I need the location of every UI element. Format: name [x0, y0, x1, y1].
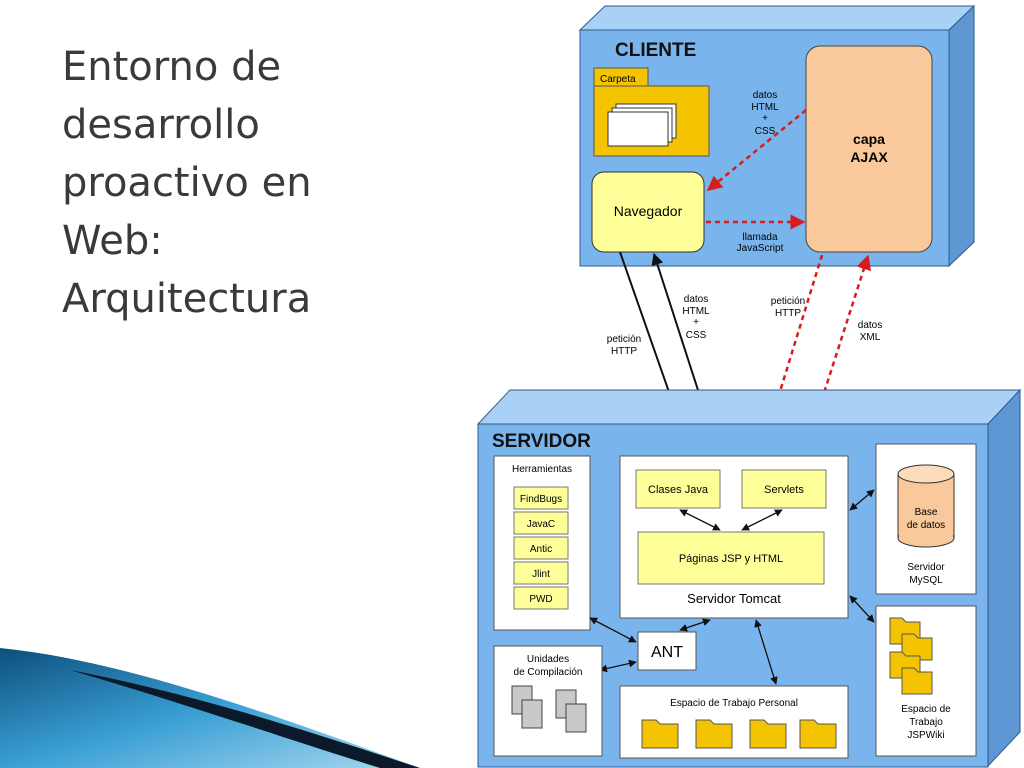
unidades-line-1: Unidades — [527, 654, 569, 665]
db-line-2: de datos — [907, 520, 945, 531]
tool-findbugs: FindBugs — [520, 494, 562, 505]
db-line-1: Base — [915, 507, 938, 518]
decorative-swoosh — [0, 648, 420, 768]
jspwiki-line-2: Trabajo — [909, 717, 943, 728]
tomcat-espacio-arrow — [754, 619, 778, 685]
peticion-http-right-line-2: HTTP — [775, 308, 801, 319]
mysql-label-line-2: MySQL — [909, 575, 943, 586]
tool-box — [513, 486, 569, 510]
datos-html-css-line-4: CSS — [755, 126, 776, 137]
tomcat-mysql-arrow — [849, 489, 875, 511]
servlets-box — [741, 469, 827, 509]
peticion-http-right-line-1: petición — [771, 296, 805, 307]
tool-javac: JavaC — [527, 519, 555, 530]
datos-html-css-mid-line-3: + — [693, 317, 699, 328]
unidades-line-2: de Compilación — [514, 667, 583, 678]
jspwiki-line-3: JSPWiki — [907, 730, 944, 741]
slide-title: Entorno de desarrollo proactivo en Web: … — [62, 44, 312, 322]
database-icon — [897, 464, 955, 548]
ant-label: ANT — [651, 644, 683, 661]
datos-xml-line-1: datos — [858, 320, 882, 331]
ant-unidades-arrow — [599, 659, 637, 673]
datos-html-css-mid-line-4: CSS — [686, 330, 707, 341]
carpeta-folder — [593, 67, 710, 157]
capa-ajax-box — [805, 45, 933, 253]
document-stack-icon — [511, 685, 587, 733]
carpeta-label: Carpeta — [600, 74, 636, 85]
datos-html-css-line-1: datos — [753, 90, 777, 101]
peticion-http-red-arrow — [758, 254, 824, 452]
datos-xml-line-2: XML — [860, 332, 881, 343]
tool-box — [513, 586, 569, 610]
clases-java-label: Clases Java — [648, 484, 709, 496]
tomcat-jspwiki-arrow — [849, 595, 875, 623]
herramientas-title: Herramientas — [512, 464, 572, 475]
navegador-label: Navegador — [614, 203, 683, 219]
servlets-to-paginas-arrow — [741, 509, 783, 531]
datos-html-css-mid-line-1: datos — [684, 294, 708, 305]
capa-ajax-line-1: capa — [853, 131, 885, 147]
clases-java-box — [635, 469, 721, 509]
paginas-label: Páginas JSP y HTML — [679, 553, 783, 565]
servlets-label: Servlets — [764, 484, 804, 496]
tool-box — [513, 561, 569, 585]
cliente-label: CLIENTE — [615, 40, 696, 61]
tool-jlint: Jlint — [532, 569, 550, 580]
tool-antic: Antic — [530, 544, 552, 555]
tomcat-label: Servidor Tomcat — [687, 591, 781, 606]
llamada-js-line-1: llamada — [742, 232, 777, 243]
peticion-http-left-line-1: petición — [607, 334, 641, 345]
datos-html-css-line-2: HTML — [751, 102, 779, 113]
servidor-label: SERVIDOR — [492, 431, 591, 452]
ant-box — [637, 631, 697, 671]
tool-pwd: PWD — [529, 594, 552, 605]
paginas-box — [637, 531, 825, 585]
tool-box — [513, 536, 569, 560]
llamada-js-line-2: JavaScript — [737, 243, 784, 254]
espacio-personal-label: Espacio de Trabajo Personal — [670, 698, 798, 709]
folder-stack-icon — [889, 617, 933, 695]
folder-icons — [641, 719, 837, 749]
capa-ajax-line-2: AJAX — [850, 149, 888, 165]
ajax-to-navegador-arrow — [706, 109, 807, 191]
herramientas-ant-arrow — [589, 617, 637, 643]
ant-tomcat-arrow — [679, 618, 711, 632]
clases-to-paginas-arrow — [679, 509, 721, 531]
datos-xml-red-arrow — [803, 254, 872, 453]
datos-html-css-mid-line-2: HTML — [682, 306, 710, 317]
mysql-label-line-1: Servidor — [907, 562, 945, 573]
herramientas-list: FindBugs JavaC Antic Jlint PWD — [513, 486, 569, 610]
navegador-box — [591, 171, 705, 253]
peticion-http-left-line-2: HTTP — [611, 346, 637, 357]
architecture-diagram: CLIENTE Carpeta Navegador capa AJAX dato… — [476, 4, 1022, 768]
jspwiki-line-1: Espacio de — [901, 704, 951, 715]
tool-box — [513, 511, 569, 535]
datos-html-css-line-3: + — [762, 113, 768, 124]
